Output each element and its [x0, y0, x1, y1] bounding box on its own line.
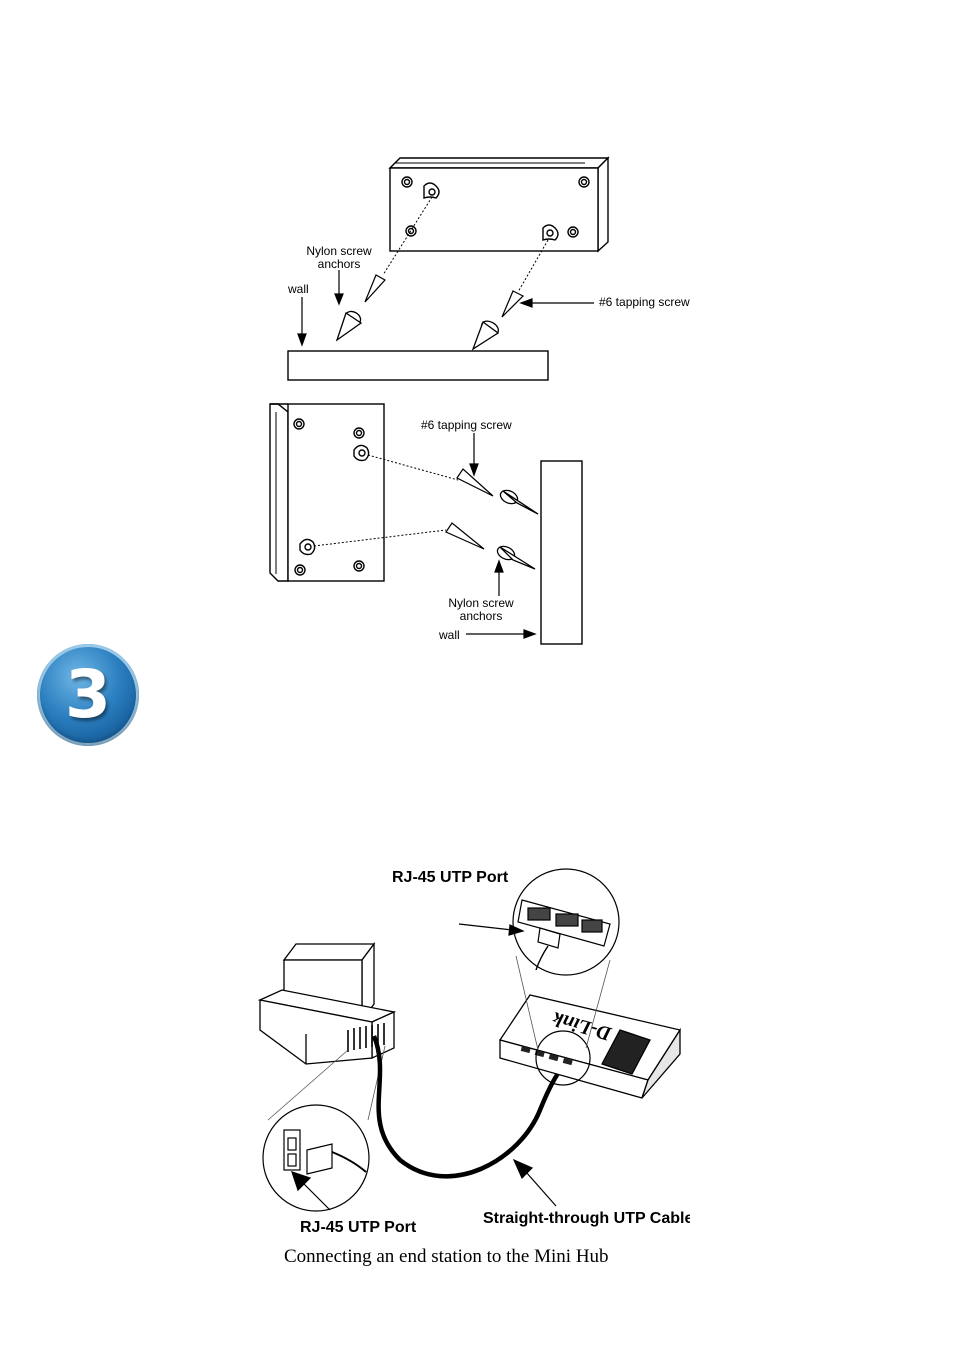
- computer-icon: [257, 942, 397, 1065]
- label-arrows-top: [297, 270, 594, 347]
- hub-device-top-figure: [388, 156, 610, 253]
- tapping-screw-side-icon: [445, 468, 494, 550]
- wall-board-vertical: [540, 460, 583, 645]
- mini-hub-icon: [498, 994, 682, 1099]
- step-number-badge: 3: [37, 644, 139, 746]
- pc-port-magnifier: [262, 1104, 370, 1212]
- callout-arrows: [291, 923, 557, 1211]
- screw-guide-lines-top: [382, 196, 549, 293]
- wall-label-top: wall: [288, 282, 309, 296]
- zoom-guide-lines-pc: [267, 1045, 386, 1121]
- rj45-port-label-pc: RJ-45 UTP Port: [300, 1219, 417, 1236]
- tapping-screw-label-top: #6 tapping screw: [599, 295, 690, 309]
- nylon-anchor-label-side: Nylon screw anchors: [448, 596, 514, 623]
- tapping-screw-label-side: #6 tapping screw: [421, 418, 512, 432]
- figure-caption: Connecting an end station to the Mini Hu…: [284, 1246, 609, 1267]
- wall-board-horizontal: [287, 350, 549, 381]
- hub-port-magnifier: [512, 868, 620, 976]
- wall-label-side: wall: [439, 628, 460, 642]
- rj45-port-label-hub: RJ-45 UTP Port: [392, 869, 509, 886]
- utp-cable-line: [371, 1035, 568, 1179]
- nylon-anchor-side-icon: [496, 489, 539, 570]
- nylon-anchor-icon: [335, 310, 500, 351]
- zoom-guide-lines-hub: [515, 955, 611, 1051]
- utp-cable-label: Straight-through UTP Cable: [483, 1210, 690, 1227]
- nylon-anchor-label-top: Nylon screw anchors: [306, 244, 372, 271]
- hub-port-focus-circle: [535, 1030, 591, 1086]
- label-arrows-side: [466, 433, 537, 639]
- step-number: 3: [65, 656, 111, 733]
- hub-device-side-figure: [269, 403, 385, 582]
- screw-guide-lines-side: [313, 454, 459, 547]
- tapping-screw-icon: [364, 274, 525, 318]
